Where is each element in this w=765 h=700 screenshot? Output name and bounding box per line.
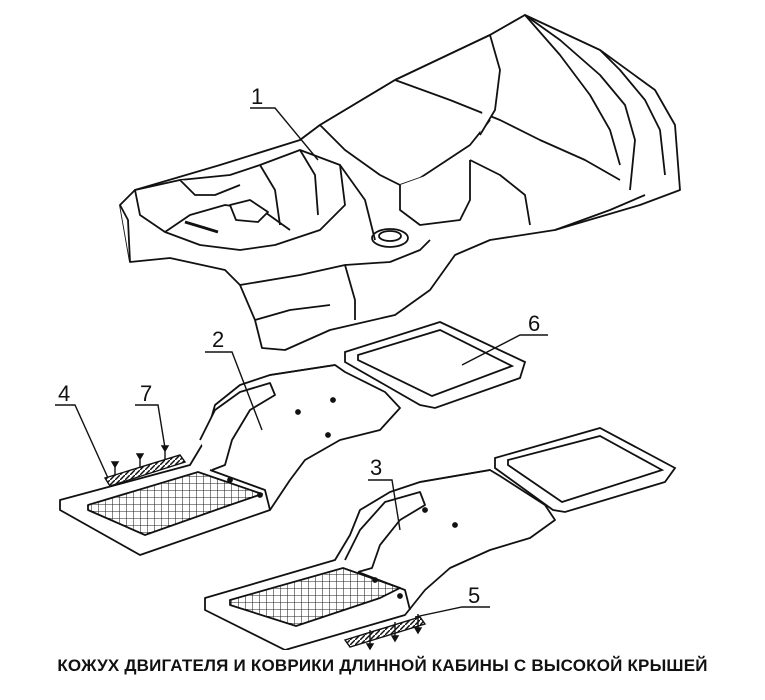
- callout-1: 1: [251, 84, 263, 109]
- callout-6: 6: [528, 311, 540, 336]
- leader-line-6: [461, 334, 548, 366]
- sill-strip-part-7: [103, 445, 187, 487]
- floor-mat-part-2: [59, 364, 401, 556]
- leader-line-4: [55, 404, 109, 479]
- leader-line-7: [135, 404, 166, 449]
- callout-2: 2: [212, 327, 224, 352]
- callout-3: 3: [370, 455, 382, 480]
- callout-5: 5: [468, 583, 480, 608]
- figure-caption: КОЖУХ ДВИГАТЕЛЯ И КОВРИКИ ДЛИННОЙ КАБИНЫ…: [57, 656, 708, 675]
- floor-mat-part-6: [344, 321, 527, 409]
- leader-line-2: [205, 351, 263, 431]
- floor-mat-part-6-second: [494, 427, 677, 513]
- leader-line-1: [250, 107, 319, 161]
- leader-line-5: [414, 606, 490, 618]
- callout-4: 4: [58, 381, 70, 406]
- callout-7: 7: [140, 381, 152, 406]
- floor-mat-part-3: [204, 469, 556, 650]
- leader-line-3: [368, 479, 401, 531]
- engine-cover-part-1: [119, 14, 681, 351]
- sill-strip-part-5: [343, 614, 427, 650]
- exploded-parts-diagram: 1 6 2 7 4: [55, 14, 681, 650]
